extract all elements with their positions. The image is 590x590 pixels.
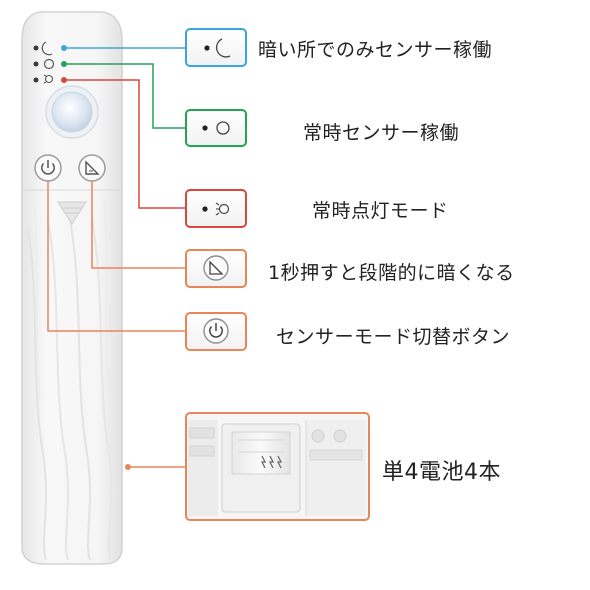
circle-icon (43, 58, 55, 70)
motion-sensor (45, 85, 99, 139)
moon-icon (41, 41, 53, 56)
callout-lines (47, 45, 186, 470)
circle-icon (216, 121, 230, 135)
bulb-icon (215, 202, 230, 216)
battery-compartment (188, 420, 366, 516)
dimmer-icon (209, 260, 224, 275)
label-mode-switch: センサーモード切替ボタン (276, 326, 511, 348)
callout-box-always-on (185, 189, 247, 228)
label-always-sensor: 常時センサー稼働 (303, 122, 460, 144)
mode-indicators (33, 41, 55, 84)
bulb-icon (43, 74, 54, 84)
moon-icon (215, 38, 231, 58)
callout-box-battery (185, 412, 370, 521)
device-power-button[interactable] (34, 154, 62, 182)
device-dimmer-button[interactable] (78, 154, 106, 182)
callout-box-always-sensor (185, 109, 247, 147)
label-dimmer: 1秒押すと段階的に暗くなる (268, 262, 515, 284)
label-always-on: 常時点灯モード (312, 200, 449, 222)
label-dark-sensor: 暗い所でのみセンサー稼働 (258, 39, 493, 61)
callout-box-dark-sensor (185, 28, 247, 67)
callout-box-dimmer (185, 249, 247, 288)
light-device (21, 11, 123, 565)
power-icon (209, 323, 223, 338)
callout-box-mode-switch (185, 312, 247, 351)
label-battery: 単4電池4本 (382, 460, 501, 485)
